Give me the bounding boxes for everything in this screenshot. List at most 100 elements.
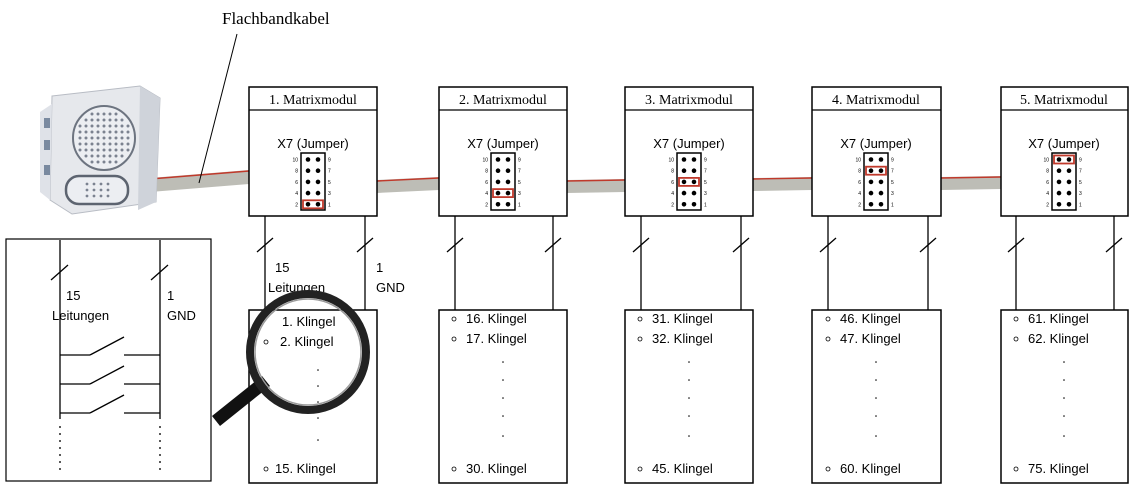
header-pin xyxy=(691,168,697,173)
bus-slash-mark xyxy=(919,237,937,253)
header-pin xyxy=(315,190,321,196)
header-pin xyxy=(505,168,511,173)
pin-number-label: 4 xyxy=(1046,191,1049,197)
pin-number-label: 9 xyxy=(328,158,331,164)
bell-switch-symbol xyxy=(60,365,160,385)
gnd-count-label: 1 xyxy=(376,260,383,275)
pin-number-label: 7 xyxy=(891,169,894,175)
pin-number-label: 2 xyxy=(858,202,861,208)
pin-number-label: 5 xyxy=(704,180,707,186)
pin-number-label: 9 xyxy=(891,158,894,164)
bell-label: 75. Klingel xyxy=(1028,461,1089,476)
header-pin xyxy=(1066,190,1072,196)
header-pin xyxy=(868,157,874,162)
header-pin xyxy=(691,202,697,207)
header-pin xyxy=(505,190,511,196)
header-pin xyxy=(505,179,511,185)
header-pin xyxy=(305,157,311,162)
magnifying-glass-icon xyxy=(212,290,370,426)
bell-label: 32. Klingel xyxy=(652,331,713,346)
pin-number-label: 9 xyxy=(704,158,707,164)
header-pin xyxy=(681,202,687,207)
pin-number-label: 7 xyxy=(518,169,521,175)
ribbon-cable-stripe xyxy=(940,176,1002,179)
header-pin xyxy=(878,190,884,196)
header-pin xyxy=(505,157,511,162)
ribbon-cable-segment xyxy=(941,176,1001,190)
header-pin xyxy=(691,179,697,185)
bell-panel xyxy=(1000,309,1129,484)
ribbon-cable-segment xyxy=(753,177,812,191)
header-pin xyxy=(315,157,321,162)
pin-number-label: 5 xyxy=(518,180,521,186)
bus-slash-mark xyxy=(50,264,69,281)
pin-number-label: 1 xyxy=(328,202,331,208)
header-pin xyxy=(691,157,697,162)
zoom-gnd-count: 1 xyxy=(167,288,174,303)
intercom-device-icon xyxy=(40,85,161,215)
header-pin xyxy=(681,190,687,196)
bus-slash-mark xyxy=(1105,237,1123,253)
vertical-ellipsis xyxy=(875,361,877,437)
header-pin xyxy=(691,190,697,196)
pin-number-label: 8 xyxy=(1046,169,1049,175)
bell-label: 15. Klingel xyxy=(275,461,336,476)
pin-number-label: 6 xyxy=(858,180,861,186)
bell-label: 46. Klingel xyxy=(840,311,901,326)
pin-number-label: 3 xyxy=(328,191,331,197)
pin-number-label: 2 xyxy=(671,202,674,208)
header-pin xyxy=(878,168,884,173)
bus-slash-mark xyxy=(356,237,374,253)
header-pin xyxy=(1066,157,1072,162)
header-pin xyxy=(495,179,501,185)
module-title: 5. Matrixmodul xyxy=(1020,93,1108,108)
header-pin xyxy=(1056,157,1062,162)
pin-number-label: 2 xyxy=(1046,202,1049,208)
jumper-label: X7 (Jumper) xyxy=(653,136,725,151)
ribbon-cable-stripe xyxy=(566,179,626,182)
jumper-cap xyxy=(302,199,324,210)
jumper-cap xyxy=(678,176,700,187)
jumper-cap xyxy=(1053,154,1075,165)
pin-number-label: 6 xyxy=(485,180,488,186)
microphone-grille-icon xyxy=(85,182,110,198)
bell-switch-symbol xyxy=(60,394,160,414)
pin-number-label: 4 xyxy=(671,191,674,197)
header-pin xyxy=(1056,179,1062,185)
bell-label: 1. Klingel xyxy=(282,314,336,329)
pin-number-label: 8 xyxy=(485,169,488,175)
header-pin xyxy=(1056,202,1062,207)
pin-number-label: 5 xyxy=(1079,180,1082,186)
header-pin xyxy=(868,190,874,196)
vertical-ellipsis xyxy=(1063,361,1065,437)
header-pin xyxy=(315,202,321,207)
header-pin xyxy=(1066,202,1072,207)
bell-panel xyxy=(438,309,568,484)
bell-panel xyxy=(811,309,942,484)
pin-number-label: 6 xyxy=(295,180,298,186)
cable-label: Flachbandkabel xyxy=(222,9,330,28)
header-pin xyxy=(315,179,321,185)
jumper-label: X7 (Jumper) xyxy=(277,136,349,151)
zoom-lines-count: 15 xyxy=(66,288,80,303)
bell-label: 45. Klingel xyxy=(652,461,713,476)
pin-number-label: 1 xyxy=(1079,202,1082,208)
vertical-ellipsis xyxy=(502,361,504,437)
header-pin xyxy=(878,202,884,207)
ribbon-cable-stripe xyxy=(149,170,250,180)
bus-slash-mark xyxy=(632,237,650,253)
header-pin xyxy=(1056,168,1062,173)
bell-label: 61. Klingel xyxy=(1028,311,1089,326)
cable-label-pointer xyxy=(198,33,238,184)
module-title: 2. Matrixmodul xyxy=(459,93,547,108)
module-title: 4. Matrixmodul xyxy=(832,93,920,108)
pin-number-label: 6 xyxy=(671,180,674,186)
pin-number-label: 10 xyxy=(482,158,488,164)
bell-panel xyxy=(624,309,754,484)
header-pin xyxy=(878,157,884,162)
jumper-cap xyxy=(492,188,514,199)
